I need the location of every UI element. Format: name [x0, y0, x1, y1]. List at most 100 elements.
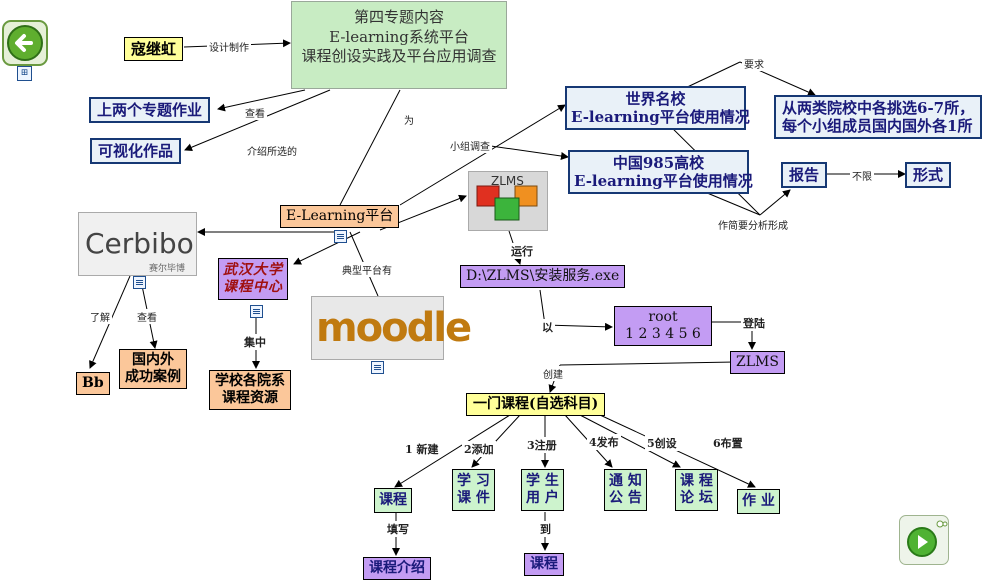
- whu-course-center-node[interactable]: 武汉大学 课程中心: [218, 258, 288, 300]
- topic-title-node[interactable]: 第四专题内容 E-learning系统平台 课程创设实践及平台应用调查: [291, 1, 507, 89]
- zlms-node[interactable]: ZLMS: [730, 351, 785, 374]
- title-line-2: E-learning系统平台: [329, 27, 469, 46]
- notice-line-2: 公 告: [609, 489, 642, 506]
- prev-homework-label: 上两个专题作业: [97, 101, 203, 119]
- edge-label-step2: 2添加: [462, 441, 496, 457]
- zlms-label: ZLMS: [736, 354, 779, 370]
- dept-line-2: 课程资源: [222, 389, 278, 406]
- elearning-node[interactable]: E-Learning平台: [280, 205, 400, 228]
- course-bottom-node[interactable]: 课程: [524, 553, 564, 576]
- cerbibo-logo-text: Cerbibo: [85, 227, 194, 260]
- edge-step5: [579, 414, 681, 468]
- zlms-logo-text: ZLMS: [491, 174, 524, 188]
- course-pick-label: 一门课程(自选科目): [473, 396, 599, 412]
- edge-survey-world: [399, 104, 566, 206]
- course-intro-label: 课程介绍: [369, 560, 425, 576]
- zlms-cubes-icon: [476, 185, 538, 221]
- sitemap-icon[interactable]: ⊞: [17, 66, 32, 81]
- edge-label-typical: 典型平台有: [340, 262, 394, 277]
- students-line-1: 学 生: [526, 473, 559, 489]
- edge-view: [217, 89, 306, 112]
- course-label: 课程: [379, 492, 407, 508]
- moodle-logo-text: moodle: [316, 305, 472, 351]
- edge-label-fill: 填写: [385, 521, 411, 537]
- note-icon[interactable]: [334, 230, 347, 243]
- courseware-line-2: 课 件: [457, 489, 490, 506]
- form-node[interactable]: 形式: [905, 162, 952, 188]
- courseware-node[interactable]: 学 习 课 件: [452, 469, 495, 511]
- author-node[interactable]: 寇继虹: [124, 37, 184, 61]
- forum-node[interactable]: 课 程 论 坛: [675, 469, 718, 511]
- back-arrow-icon: [7, 25, 43, 61]
- forum-line-1: 课 程: [680, 473, 713, 489]
- note-icon[interactable]: [371, 361, 384, 374]
- dept-resources-node[interactable]: 学校各院系 课程资源: [209, 370, 291, 410]
- edge-label-for: 为: [402, 112, 416, 127]
- edge-label-introduce: 介绍所选的: [245, 143, 299, 158]
- student-users-node[interactable]: 学 生 用 户: [521, 469, 564, 511]
- china-985-node[interactable]: 中国985高校 E-learning平台使用情况: [568, 150, 753, 194]
- edge-with-b: [544, 322, 613, 331]
- edge-label-design: 设计制作: [207, 39, 251, 54]
- edge-label-login: 登陆: [741, 315, 767, 331]
- notice-node[interactable]: 通 知 公 告: [604, 469, 647, 511]
- edge-step6: [599, 414, 756, 488]
- world-line-2: E-learning平台使用情况: [571, 108, 750, 126]
- china-line-2: E-learning平台使用情况: [574, 172, 753, 190]
- cerbibo-logo[interactable]: Cerbibo 赛尔毕博: [78, 212, 197, 276]
- note-icon[interactable]: [133, 276, 146, 289]
- students-line-2: 用 户: [526, 489, 559, 506]
- installer-label: D:\ZLMS\安装服务.exe: [466, 268, 620, 284]
- course-bottom-label: 课程: [530, 556, 558, 572]
- notice-line-1: 通 知: [609, 473, 642, 489]
- title-line-1: 第四专题内容: [353, 8, 444, 26]
- edge-label-require: 要求: [742, 56, 766, 71]
- root-credentials-node[interactable]: root 1 2 3 4 5 6: [614, 306, 712, 346]
- edge-introduce: [184, 89, 331, 152]
- edge-label-run: 运行: [509, 243, 535, 259]
- edge-label-group-survey: 小组调查: [448, 138, 492, 153]
- next-arrow-icon: [907, 520, 948, 557]
- bb-node[interactable]: Bb: [76, 372, 110, 395]
- form-label: 形式: [913, 166, 944, 184]
- edge-step2: [471, 414, 521, 468]
- back-button[interactable]: [2, 20, 48, 66]
- cases-line-1: 国内外: [132, 352, 174, 368]
- bb-label: Bb: [82, 375, 104, 391]
- edge-label-to: 到: [538, 521, 553, 537]
- edge-label-not-limited: 不限: [850, 168, 874, 183]
- edge-label-learn: 了解: [88, 309, 112, 324]
- author-label: 寇继虹: [131, 40, 177, 58]
- course-node[interactable]: 课程: [374, 488, 412, 513]
- whu-line-1: 武汉大学: [223, 262, 283, 278]
- report-label: 报告: [789, 166, 820, 184]
- dept-line-1: 学校各院系: [215, 373, 285, 389]
- edge-label-brief-analysis: 作简要分析形成: [716, 217, 790, 232]
- course-pick-node[interactable]: 一门课程(自选科目): [466, 393, 606, 416]
- edge-label-step1: 1 新建: [403, 441, 441, 457]
- world-line-1: 世界名校: [625, 90, 686, 108]
- forum-line-2: 论 坛: [680, 489, 713, 506]
- world-schools-node[interactable]: 世界名校 E-learning平台使用情况: [565, 86, 750, 130]
- report-node[interactable]: 报告: [781, 162, 828, 188]
- course-intro-node[interactable]: 课程介绍: [363, 557, 431, 580]
- next-button[interactable]: [899, 515, 949, 565]
- cases-line-2: 成功案例: [125, 368, 181, 385]
- installer-node[interactable]: D:\ZLMS\安装服务.exe: [460, 265, 626, 288]
- prev-homework-node[interactable]: 上两个专题作业: [89, 97, 211, 123]
- edge-label-step4: 4发布: [587, 434, 621, 450]
- note-icon[interactable]: [250, 305, 263, 318]
- select-line-1: 从两类院校中各挑选6-7所，: [782, 99, 975, 117]
- success-cases-node[interactable]: 国内外 成功案例: [119, 349, 187, 389]
- homework-node[interactable]: 作 业: [737, 489, 780, 514]
- edge-label-with: 以: [540, 319, 555, 335]
- elearning-label: E-Learning平台: [286, 208, 394, 224]
- title-line-3: 课程创设实践及平台应用调查: [301, 47, 497, 65]
- visual-work-node[interactable]: 可视化作品: [90, 138, 182, 164]
- root-line-1: root: [648, 309, 678, 325]
- moodle-logo[interactable]: moodle: [311, 296, 472, 360]
- zlms-logo[interactable]: ZLMS: [468, 171, 548, 231]
- selection-requirement-node[interactable]: 从两类院校中各挑选6-7所， 每个小组成员国内国外各1所: [774, 95, 983, 139]
- edge-create-a: [559, 361, 736, 366]
